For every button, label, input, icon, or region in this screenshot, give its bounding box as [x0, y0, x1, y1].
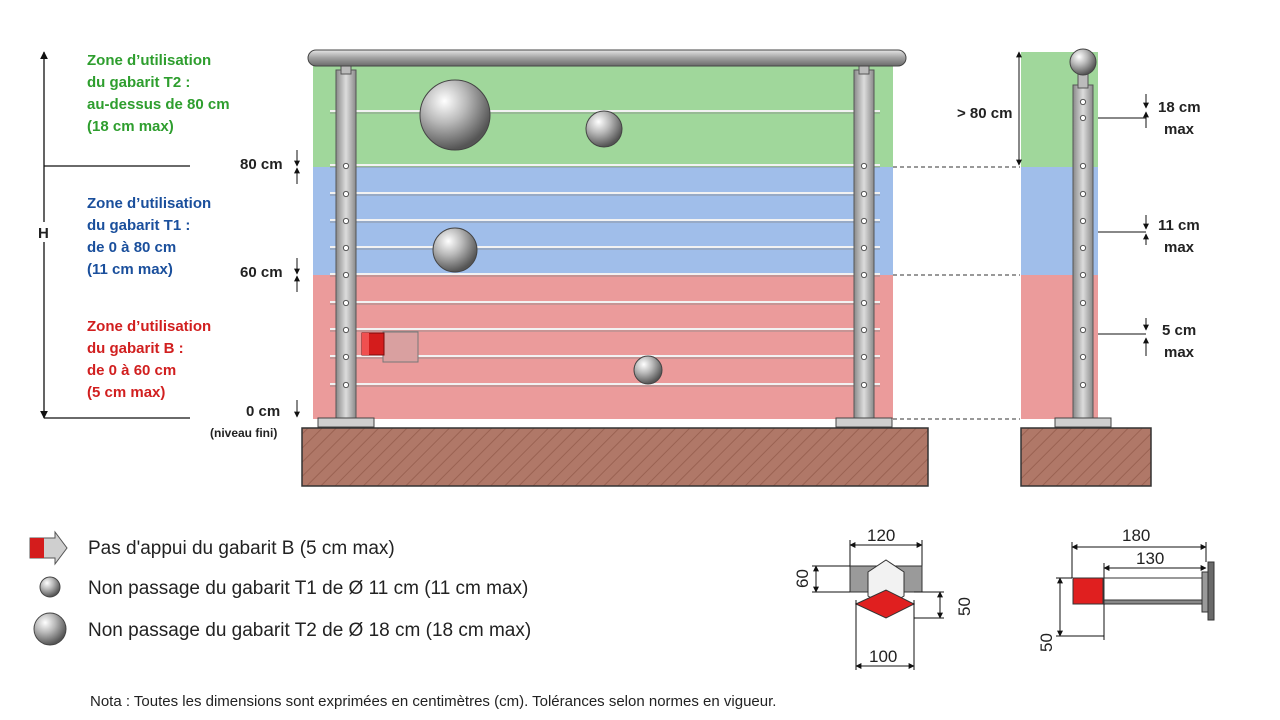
zone-t2-line3: au-dessus de 80 cm — [87, 96, 230, 113]
zone-t2-label: Zone d’utilisation du gabarit T2 : au-de… — [87, 52, 230, 135]
gap-dims — [1098, 94, 1149, 356]
zone-b-line4: (5 cm max) — [87, 384, 165, 401]
ground-front — [301, 427, 929, 487]
d130-label: 130 — [1136, 549, 1164, 568]
zone-b-line1: Zone d’utilisation — [87, 318, 211, 335]
legend: Pas d'appui du gabarit B (5 cm max) Non … — [29, 530, 531, 646]
gap5-line1: 5 cm — [1162, 322, 1196, 339]
d60-label: 60 — [793, 569, 812, 588]
niveau-fini-label: (niveau fini) — [210, 426, 277, 440]
gap18-line2: max — [1164, 121, 1195, 138]
footnote: Nota : Toutes les dimensions sont exprim… — [90, 693, 776, 710]
zone-t2-line4: (18 cm max) — [87, 118, 174, 135]
gauge-b-block — [361, 331, 419, 363]
sphere-small-icon — [39, 576, 61, 598]
zone-b-line2: du gabarit B : — [87, 340, 184, 357]
handrail — [307, 49, 907, 67]
zone-t2-line1: Zone d’utilisation — [87, 52, 211, 69]
gap18-line1: 18 cm — [1158, 99, 1201, 116]
gauge-t1-sphere-low — [633, 355, 663, 385]
d120-label: 120 — [867, 526, 895, 545]
post-holes — [342, 162, 868, 389]
detail-base-plate: 180 130 50 — [1037, 526, 1215, 652]
d100-label: 100 — [869, 647, 897, 666]
d180-label: 180 — [1122, 526, 1150, 545]
zone-t1-line1: Zone d’utilisation — [87, 195, 211, 212]
h0-label: 0 cm — [246, 403, 280, 420]
legend-t1-text: Non passage du gabarit T1 de Ø 11 cm (11… — [88, 578, 528, 599]
ground-side — [1020, 427, 1152, 487]
zone-b-label: Zone d’utilisation du gabarit B : de 0 à… — [87, 318, 211, 401]
side-post — [1054, 48, 1112, 428]
zone-t1-label: Zone d’utilisation du gabarit T1 : de 0 … — [87, 195, 211, 278]
side-post-holes — [1079, 98, 1087, 389]
legend-t2-text: Non passage du gabarit T2 de Ø 18 cm (18… — [88, 620, 531, 641]
d50b-label: 50 — [1037, 633, 1056, 652]
d50a-label: 50 — [955, 597, 974, 616]
zone-t1-line2: du gabarit T1 : — [87, 217, 190, 234]
h80-label: 80 cm — [240, 156, 283, 173]
detail-post-section: 120 60 50 100 — [793, 526, 974, 670]
h-label: H — [38, 225, 49, 242]
gauge-t2-sphere — [419, 79, 491, 151]
gap5-line2: max — [1164, 344, 1195, 361]
gap11-line2: max — [1164, 239, 1195, 256]
zone-b-line3: de 0 à 60 cm — [87, 362, 176, 379]
zone-t1-line4: (11 cm max) — [87, 261, 173, 278]
over80-label: > 80 cm — [957, 105, 1012, 122]
zone-t2-band — [313, 52, 893, 167]
zone-t1-line3: de 0 à 80 cm — [87, 239, 176, 256]
gauge-b-arrow-icon — [29, 530, 68, 566]
gap11-line1: 11 cm — [1158, 217, 1200, 234]
h-dimension: H — [36, 51, 190, 419]
gauge-t1-sphere-top — [585, 110, 623, 148]
gauge-t1-sphere-mid — [432, 227, 478, 273]
zone-t2-line2: du gabarit T2 : — [87, 74, 190, 91]
guide-lines — [893, 166, 1020, 420]
legend-b-text: Pas d'appui du gabarit B (5 cm max) — [88, 538, 395, 559]
h60-label: 60 cm — [240, 264, 283, 281]
sphere-large-icon — [33, 612, 67, 646]
